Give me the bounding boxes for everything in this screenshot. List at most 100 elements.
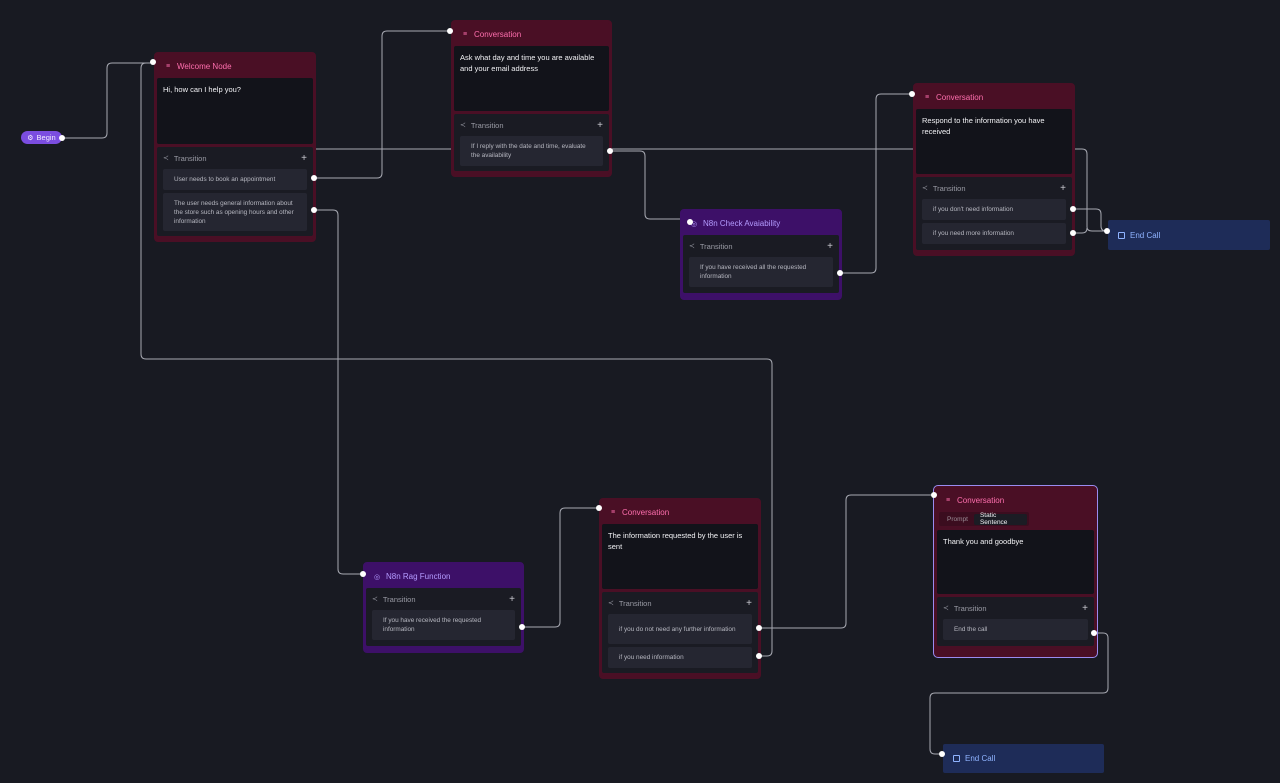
prompt-box[interactable]: Hi, how can I help you? xyxy=(157,78,313,144)
node-title: Conversation xyxy=(622,508,670,517)
connection-port[interactable] xyxy=(360,571,366,577)
connection-port[interactable] xyxy=(596,505,602,511)
add-transition-icon[interactable]: + xyxy=(746,597,752,609)
transition-header: ≺Transition + xyxy=(458,117,605,133)
condition-item[interactable]: if you don't need information xyxy=(922,199,1066,220)
add-transition-icon[interactable]: + xyxy=(1060,182,1066,194)
conversation-icon: ≡ xyxy=(924,94,930,101)
add-transition-icon[interactable]: + xyxy=(509,593,515,605)
transition-header: ≺Transition + xyxy=(161,150,309,166)
tab-static-sentence[interactable]: Static Sentence xyxy=(973,512,1027,526)
node-header: ≡ Conversation xyxy=(916,86,1072,109)
end-call-label: End Call xyxy=(965,754,996,763)
condition-item[interactable]: End the call xyxy=(943,619,1088,640)
connection-port[interactable] xyxy=(59,135,65,141)
function-icon: ◎ xyxy=(374,573,381,581)
node-title: N8n Rag Function xyxy=(386,572,451,581)
prompt-box[interactable]: The information requested by the user is… xyxy=(602,524,758,589)
conversation-icon: ≡ xyxy=(165,63,171,70)
transition-label: Transition xyxy=(699,241,733,251)
prompt-box[interactable]: Ask what day and time you are available … xyxy=(454,46,609,111)
tab-prompt[interactable]: Prompt xyxy=(947,515,968,523)
prompt-box[interactable]: Respond to the information you have rece… xyxy=(916,109,1072,174)
transition-section: ≺Transition + User needs to book an appo… xyxy=(157,147,313,236)
conversation-icon: ≡ xyxy=(945,497,951,504)
prompt-box[interactable]: Thank you and goodbye xyxy=(937,530,1094,594)
edge-general-info xyxy=(314,209,363,575)
begin-label: Begin xyxy=(36,133,56,142)
condition-item[interactable]: if you need information xyxy=(608,647,752,668)
connection-port[interactable] xyxy=(607,148,613,154)
add-transition-icon[interactable]: + xyxy=(827,240,833,252)
connection-port[interactable] xyxy=(311,207,317,213)
connection-port[interactable] xyxy=(756,653,762,659)
welcome-node[interactable]: ≡ Welcome Node Hi, how can I help you? ≺… xyxy=(154,52,316,242)
end-call-node[interactable]: End Call xyxy=(943,744,1104,773)
connection-port[interactable] xyxy=(939,751,945,757)
add-transition-icon[interactable]: + xyxy=(301,152,307,164)
connection-port[interactable] xyxy=(1070,206,1076,212)
add-transition-icon[interactable]: + xyxy=(597,119,603,131)
connection-port[interactable] xyxy=(756,625,762,631)
transition-section: ≺ Transition + if you do not need any fur… xyxy=(602,592,758,673)
connection-port[interactable] xyxy=(1091,630,1097,636)
prompt-text: Ask what day and time you are available … xyxy=(460,53,595,73)
edge-rag-to-info xyxy=(522,507,599,628)
begin-node[interactable]: ⚙ Begin xyxy=(21,131,62,144)
node-title: Conversation xyxy=(936,93,984,102)
gear-icon: ⚙ xyxy=(27,134,34,142)
connection-port[interactable] xyxy=(837,270,843,276)
conversation-node-goodbye[interactable]: ≡ Conversation Prompt Static Sentence Th… xyxy=(934,486,1097,657)
transition-section: ≺Transition + End the call xyxy=(937,597,1094,646)
share-icon: ≺ xyxy=(608,600,614,607)
connection-port[interactable] xyxy=(687,219,693,225)
connection-port[interactable] xyxy=(311,175,317,181)
connection-port[interactable] xyxy=(1070,230,1076,236)
end-call-icon xyxy=(953,755,960,762)
connection-port[interactable] xyxy=(519,624,525,630)
function-node-check-availability[interactable]: ◎ N8n Check Avaiability ≺ Transition + If… xyxy=(680,209,842,300)
condition-item[interactable]: if you do not need any further informati… xyxy=(608,614,752,644)
conversation-node-info[interactable]: ≡ Conversation The information requested… xyxy=(599,498,761,679)
transition-label: Transition xyxy=(953,603,987,613)
edge-info-to-goodbye xyxy=(759,494,934,629)
node-title: Welcome Node xyxy=(177,62,232,71)
condition-item[interactable]: If I reply with the date and time, evalu… xyxy=(460,136,603,166)
edge-begin-welcome xyxy=(62,62,153,139)
condition-item[interactable]: if you need more information xyxy=(922,223,1066,244)
transition-label: Transition xyxy=(173,153,207,163)
node-header: ≡ Conversation xyxy=(454,23,609,46)
transition-header: ≺Transition + xyxy=(370,591,517,607)
edge-no-info-endcall xyxy=(1073,208,1107,232)
edge-evaluate-availability xyxy=(610,150,681,220)
transition-label: Transition xyxy=(618,598,652,608)
transition-header: ≺Transition + xyxy=(920,180,1068,196)
transition-section: ≺Transition + If I reply with the date a… xyxy=(454,114,609,171)
end-call-node[interactable]: End Call xyxy=(1108,220,1270,250)
connection-port[interactable] xyxy=(931,492,937,498)
node-title: Conversation xyxy=(957,496,1005,505)
condition-item[interactable]: If you have received all the requested i… xyxy=(689,257,833,287)
node-header: ◎ N8n Check Avaiability xyxy=(683,212,839,235)
connection-port[interactable] xyxy=(447,28,453,34)
share-icon: ≺ xyxy=(689,243,695,250)
edge-check-to-respond xyxy=(840,93,912,274)
conversation-node-respond[interactable]: ≡ Conversation Respond to the informatio… xyxy=(913,83,1075,256)
condition-item[interactable]: If you have received the requested infor… xyxy=(372,610,515,640)
node-header: ≡ Conversation xyxy=(937,489,1094,512)
conversation-node-availability[interactable]: ≡ Conversation Ask what day and time you… xyxy=(451,20,612,177)
prompt-text: Hi, how can I help you? xyxy=(163,85,241,94)
transition-section: ≺Transition + If you have received the r… xyxy=(366,588,521,646)
node-header: ≡ Conversation xyxy=(602,501,758,524)
connection-port[interactable] xyxy=(150,59,156,65)
function-node-rag[interactable]: ◎ N8n Rag Function ≺Transition + If you … xyxy=(363,562,524,653)
add-transition-icon[interactable]: + xyxy=(1082,602,1088,614)
share-icon: ≺ xyxy=(922,185,928,192)
connection-port[interactable] xyxy=(1104,228,1110,234)
edge-book-appointment xyxy=(314,30,450,179)
transition-section: ≺Transition + if you don't need informat… xyxy=(916,177,1072,250)
condition-item[interactable]: The user needs general information about… xyxy=(163,193,307,231)
end-call-icon xyxy=(1118,231,1125,239)
connection-port[interactable] xyxy=(909,91,915,97)
condition-item[interactable]: User needs to book an appointment xyxy=(163,169,307,190)
